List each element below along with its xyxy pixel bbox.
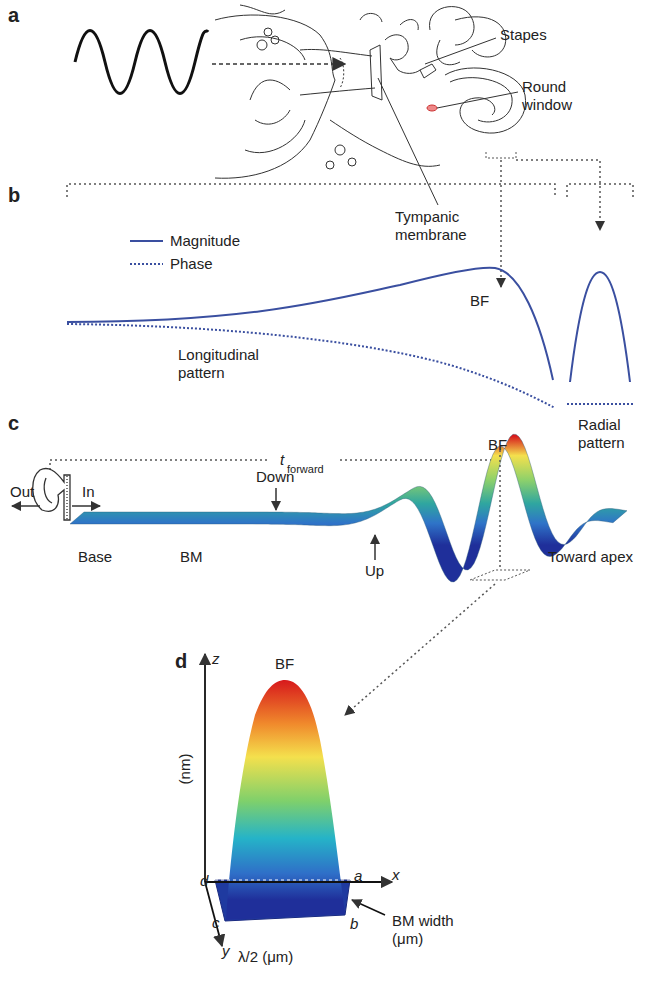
panel-letter: d: [175, 650, 187, 672]
bm-width-leader: [352, 900, 385, 915]
axis-unit: (nm): [176, 754, 194, 785]
bf-pointer: [499, 450, 501, 570]
z-axis: [204, 654, 206, 882]
axis-label: x: [392, 866, 400, 884]
magnitude-swatch: [130, 240, 163, 242]
stapes-icon: [33, 469, 70, 521]
part-name: Tympanic membrane: [395, 208, 485, 244]
bm-section-dome: [226, 680, 345, 920]
panel-letter: b: [8, 184, 20, 206]
bf-section-pointer: [345, 584, 495, 715]
stapes-leader: [425, 38, 496, 64]
sine-wave: [75, 30, 208, 94]
basilar-membrane-wave: [70, 434, 627, 582]
ear-illustration: [215, 5, 526, 178]
panel-letter: a: [8, 4, 19, 26]
corner-label: d: [200, 872, 208, 890]
part-name: Round window: [522, 78, 592, 114]
direction-label: Out: [10, 483, 34, 501]
radial-pointer: [516, 160, 600, 230]
round-window-leader: [437, 92, 518, 108]
phase-swatch: [130, 263, 163, 265]
tympanic-leader: [378, 78, 438, 205]
region-label: BM: [180, 548, 203, 566]
legend-text: Phase: [170, 255, 213, 273]
round-window: [427, 105, 437, 111]
pattern-name: Radial pattern: [578, 416, 638, 452]
time-symbol: t: [280, 451, 284, 469]
bf-section-marker: [470, 570, 530, 580]
pattern-name: Longitudinal pattern: [178, 346, 268, 382]
legend-text: Magnitude: [170, 232, 240, 250]
radial-magnitude-curve: [570, 272, 630, 382]
radial-bracket: [567, 184, 633, 197]
x-axis: [205, 881, 392, 883]
phase-curve: [67, 324, 555, 408]
direction-label: Down: [256, 468, 294, 486]
panel-letter: c: [8, 412, 19, 434]
direction-label: In: [82, 483, 95, 501]
out-arrow: [12, 505, 40, 507]
sound-arrow: [212, 63, 345, 65]
direction-label: Up: [365, 562, 384, 580]
axis-label: y: [222, 942, 230, 960]
cochlea-bracket: [486, 152, 516, 158]
region-label: Toward apex: [548, 548, 633, 566]
part-name: Stapes: [500, 26, 547, 44]
dimension-label: λ/2 (μm): [238, 948, 293, 966]
corner-label: c: [212, 914, 220, 932]
y-axis: [205, 882, 222, 946]
magnitude-curve: [67, 268, 553, 380]
bf-label: BF: [470, 292, 489, 310]
bf-label: BF: [275, 655, 294, 673]
up-arrow: [374, 535, 376, 560]
radial-phase-line: [567, 403, 633, 405]
base-hidden-edges: [215, 880, 350, 881]
bf-label: BF: [488, 436, 507, 454]
dimension-label: BM width (μm): [392, 912, 472, 948]
region-label: Base: [78, 548, 112, 566]
corner-label: a: [354, 867, 362, 885]
longitudinal-pointer: [500, 160, 502, 287]
longitudinal-bracket: [67, 184, 555, 197]
corner-label: b: [350, 915, 358, 933]
in-arrow: [72, 505, 100, 507]
down-arrow: [275, 488, 277, 510]
axis-label: z: [212, 650, 220, 668]
